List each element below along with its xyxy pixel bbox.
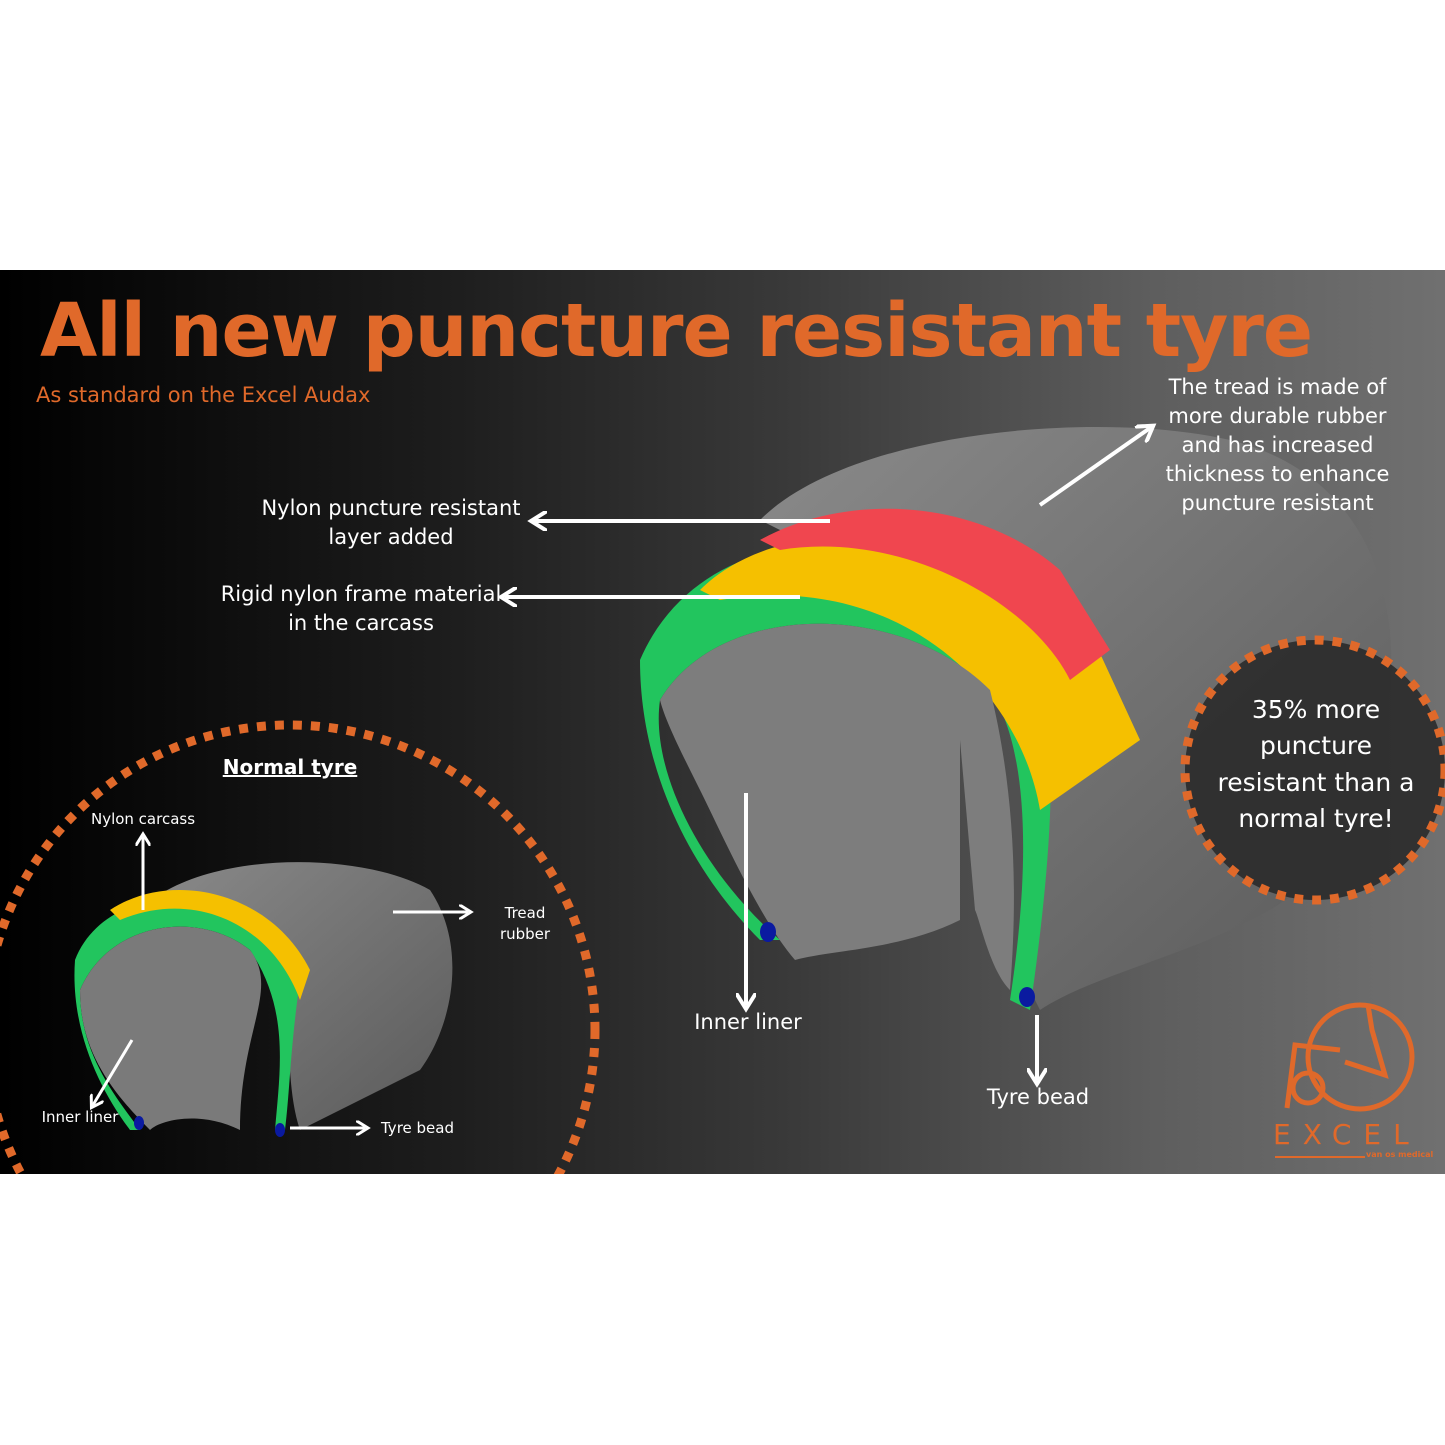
subtitle: As standard on the Excel Audax bbox=[36, 383, 371, 407]
normal-tyre-cross-section bbox=[74, 862, 453, 1137]
puncture-badge: 35% more puncture resistant than a norma… bbox=[1217, 695, 1415, 833]
nylon-carcass-label: Nylon carcass bbox=[90, 810, 196, 828]
excel-logo-icon bbox=[1275, 1002, 1415, 1158]
tread-callout: The tread is made of more durable rubber… bbox=[1165, 375, 1390, 515]
logo-brand: EXCEL bbox=[1273, 1118, 1421, 1151]
tyre-illustrations bbox=[0, 270, 1445, 1174]
tyre-bead-label: Tyre bead bbox=[986, 1085, 1090, 1109]
callout-arrows bbox=[93, 428, 1150, 1128]
inner-liner-label: Inner liner bbox=[694, 1010, 802, 1034]
normal-tyre-heading: Normal tyre bbox=[222, 755, 358, 779]
normal-tyre-bead-label: Tyre bead bbox=[380, 1119, 454, 1137]
infographic-banner: All new puncture resistant tyre As stand… bbox=[0, 270, 1445, 1174]
tread-rubber-label: Tread rubber bbox=[499, 904, 551, 943]
badge-circle bbox=[1185, 640, 1445, 900]
rigid-frame-callout: Rigid nylon frame material in the carcas… bbox=[220, 582, 502, 635]
nylon-layer-callout: Nylon puncture resistant layer added bbox=[261, 496, 521, 549]
logo-tagline: van os medical bbox=[1366, 1150, 1434, 1159]
normal-inner-liner-label: Inner liner bbox=[41, 1108, 119, 1126]
normal-tyre-dashed-circle bbox=[0, 720, 600, 1174]
page-title: All new puncture resistant tyre bbox=[40, 288, 1313, 374]
